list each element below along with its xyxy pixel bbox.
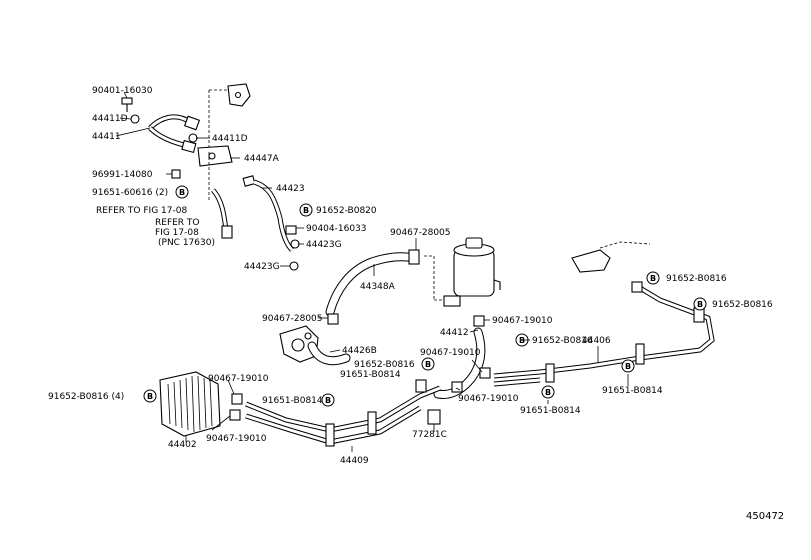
svg-text:B: B [625, 362, 631, 371]
symbol-b-right [621, 359, 635, 373]
pipe-44409: B B [245, 357, 441, 447]
label-91651-b0814-c: 91651-B0814 [520, 406, 581, 416]
label-91651-b0814-b: 91651-B0814 [262, 396, 323, 406]
mounting-bracket [571, 249, 611, 273]
clip [171, 169, 181, 179]
svg-text:B: B [697, 300, 703, 309]
clamp-90467-19010-a [473, 315, 485, 327]
label-91652-b0816-4: 91652-B0816 (4) [48, 392, 124, 402]
label-refer-fig-1: REFER TO FIG 17-08 [96, 206, 187, 216]
label-90467-19010-b: 90467-19010 [420, 348, 481, 358]
leader-lines [115, 91, 629, 452]
part-labels: 90401-16030 44411D 44411 44411D 44447A 9… [48, 86, 784, 522]
label-44348a: 44348A [360, 282, 396, 292]
bolt [121, 97, 133, 105]
label-44423: 44423 [276, 184, 305, 194]
label-91652-b0816-c: 91652-B0816 [532, 336, 593, 346]
washer-lower [188, 133, 198, 143]
label-91651-60616: 91651-60616 (2) [92, 188, 168, 198]
clamp-b0814-c [367, 411, 377, 435]
label-77281c: 77281C [412, 430, 447, 440]
svg-text:B: B [325, 396, 331, 405]
figure-number: 450472 [746, 511, 784, 522]
clamp-90467-19010-e [229, 409, 241, 421]
hose-44348a [325, 249, 444, 317]
label-refer-fig-2c: (PNC 17630) [158, 238, 215, 248]
svg-text:B: B [425, 360, 431, 369]
svg-text:B: B [545, 388, 551, 397]
label-91651-b0814-a: 91651-B0814 [340, 370, 401, 380]
symbol-b-44409b [421, 357, 435, 371]
oil-cooler: B [143, 371, 243, 437]
label-90467-19010-a: 90467-19010 [492, 316, 553, 326]
label-90467-28005-b: 90467-28005 [262, 314, 323, 324]
label-96991-14080: 96991-14080 [92, 170, 153, 180]
label-91652-b0820: 91652-B0820 [316, 206, 377, 216]
symbol-b-ur2 [693, 297, 707, 311]
reservoir-tank [443, 237, 501, 307]
symbol-b-44409a [321, 393, 335, 407]
label-44409: 44409 [340, 456, 369, 466]
symbol-b-cooler [143, 389, 157, 403]
label-44411d-a: 44411D [92, 114, 128, 124]
washer-top [130, 114, 140, 124]
bolt-90404 [285, 225, 297, 235]
label-refer-fig-2b: FIG 17-08 [155, 228, 199, 238]
svg-text:B: B [179, 188, 185, 197]
label-44423g-a: 44423G [306, 240, 342, 250]
ring-44423g-a [290, 239, 300, 249]
clamp-b0814-d [635, 343, 645, 365]
label-91652-b0816-d: 91652-B0816 [354, 360, 415, 370]
svg-text:B: B [650, 274, 656, 283]
label-90467-19010-d: 90467-19010 [458, 394, 519, 404]
label-90467-28005-a: 90467-28005 [390, 228, 451, 238]
label-44406: 44406 [582, 336, 611, 346]
clamp-b0814-a [545, 363, 555, 383]
label-90401-16030: 90401-16030 [92, 86, 153, 96]
label-44412: 44412 [440, 328, 469, 338]
clamp-90467-19010-c [231, 393, 243, 405]
ring-44423g-b [289, 261, 299, 271]
svg-text:B: B [519, 336, 525, 345]
clamp-90467-28005-b [327, 313, 339, 325]
label-refer-fig-2a: REFER TO [155, 218, 200, 228]
label-91652-b0816-b: 91652-B0816 [712, 300, 773, 310]
label-44411d-b: 44411D [212, 134, 248, 144]
label-44411: 44411 [92, 132, 121, 142]
symbol-b-1 [175, 185, 189, 199]
symbol-b-2 [299, 203, 313, 217]
label-90404-16033: 90404-16033 [306, 224, 367, 234]
pump-assembly [279, 313, 351, 366]
label-44402: 44402 [168, 440, 197, 450]
symbol-b-ur1 [646, 271, 660, 285]
clamp-90467-19010-b [479, 367, 491, 379]
svg-text:B: B [303, 206, 309, 215]
svg-text:B: B [147, 392, 153, 401]
clamp-90467-28005-a [408, 249, 420, 265]
bracket-assembly: B [121, 83, 251, 239]
label-91652-b0816-a: 91652-B0816 [666, 274, 727, 284]
hose-44412 [433, 315, 491, 399]
symbol-b-low [541, 385, 555, 399]
clamp-90467-19010-d [451, 381, 463, 393]
clamp-b0814-b [325, 423, 335, 447]
label-44426b: 44426B [342, 346, 377, 356]
tube-end [221, 225, 233, 239]
label-91651-b0814-d: 91651-B0814 [602, 386, 663, 396]
pipe-44406: B B B B B [493, 241, 715, 399]
label-90467-19010-e: 90467-19010 [206, 434, 267, 444]
clip-77281c [427, 409, 441, 425]
label-44423g-b: 44423G [244, 262, 280, 272]
label-44447a: 44447A [244, 154, 280, 164]
hose-44423: B [242, 175, 313, 271]
label-90467-19010-c: 90467-19010 [208, 374, 269, 384]
